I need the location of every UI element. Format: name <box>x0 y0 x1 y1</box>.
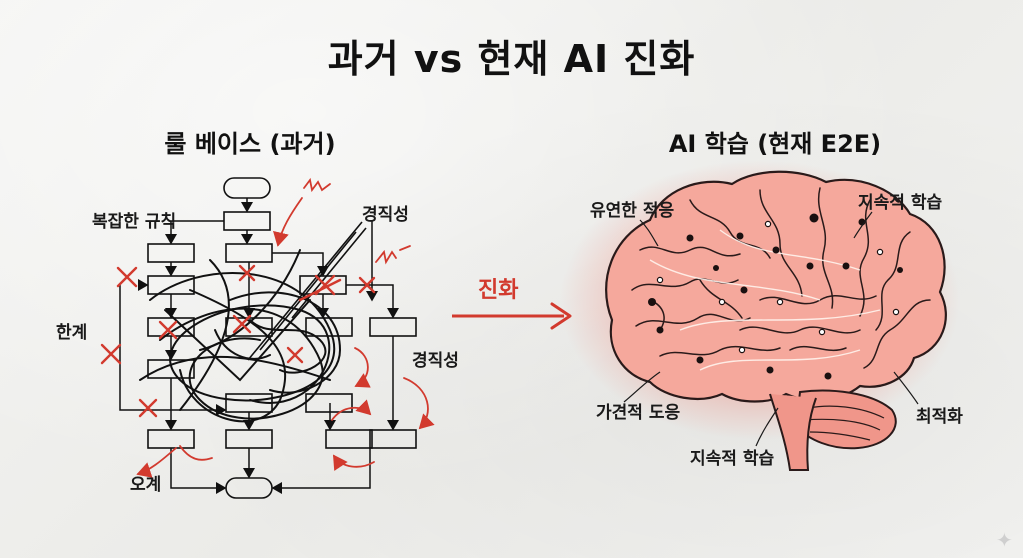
label-continuous-learning-bottom: 지속적 학습 <box>690 449 775 469</box>
flow-box <box>147 429 195 449</box>
evolution-arrow <box>452 302 572 330</box>
label-flexible-adaptation: 유연한 적응 <box>590 201 675 221</box>
flow-box <box>225 243 273 263</box>
flow-box <box>369 429 417 449</box>
label-rigidity-right: 경직성 <box>412 351 459 371</box>
evolution-label: 진화 <box>478 278 519 303</box>
label-optimization: 최적화 <box>916 407 963 427</box>
sparkle-icon: ✦ <box>996 528 1013 552</box>
right-subtitle: AI 학습 (현재 E2E) <box>668 130 882 158</box>
label-indirect-help: 가견적 도응 <box>596 403 681 423</box>
flow-box <box>147 275 195 295</box>
flow-box <box>225 429 273 449</box>
label-error: 오계 <box>130 475 162 495</box>
brain-illustration <box>560 160 960 471</box>
start-terminal <box>223 177 271 199</box>
label-continuous-learning-top: 지속적 학습 <box>858 193 943 213</box>
label-limit: 한계 <box>56 323 88 343</box>
end-terminal <box>225 477 273 499</box>
label-complex-rules: 복잡한 규칙 <box>92 212 177 232</box>
flow-box <box>369 317 417 337</box>
label-rigidity-top: 경직성 <box>362 205 409 225</box>
left-subtitle: 룰 베이스 (과거) <box>164 130 336 158</box>
flow-box <box>223 211 271 231</box>
page-title: 과거 vs 현재 AI 진화 <box>327 37 696 81</box>
flow-box <box>325 429 373 449</box>
flow-box <box>147 243 195 263</box>
